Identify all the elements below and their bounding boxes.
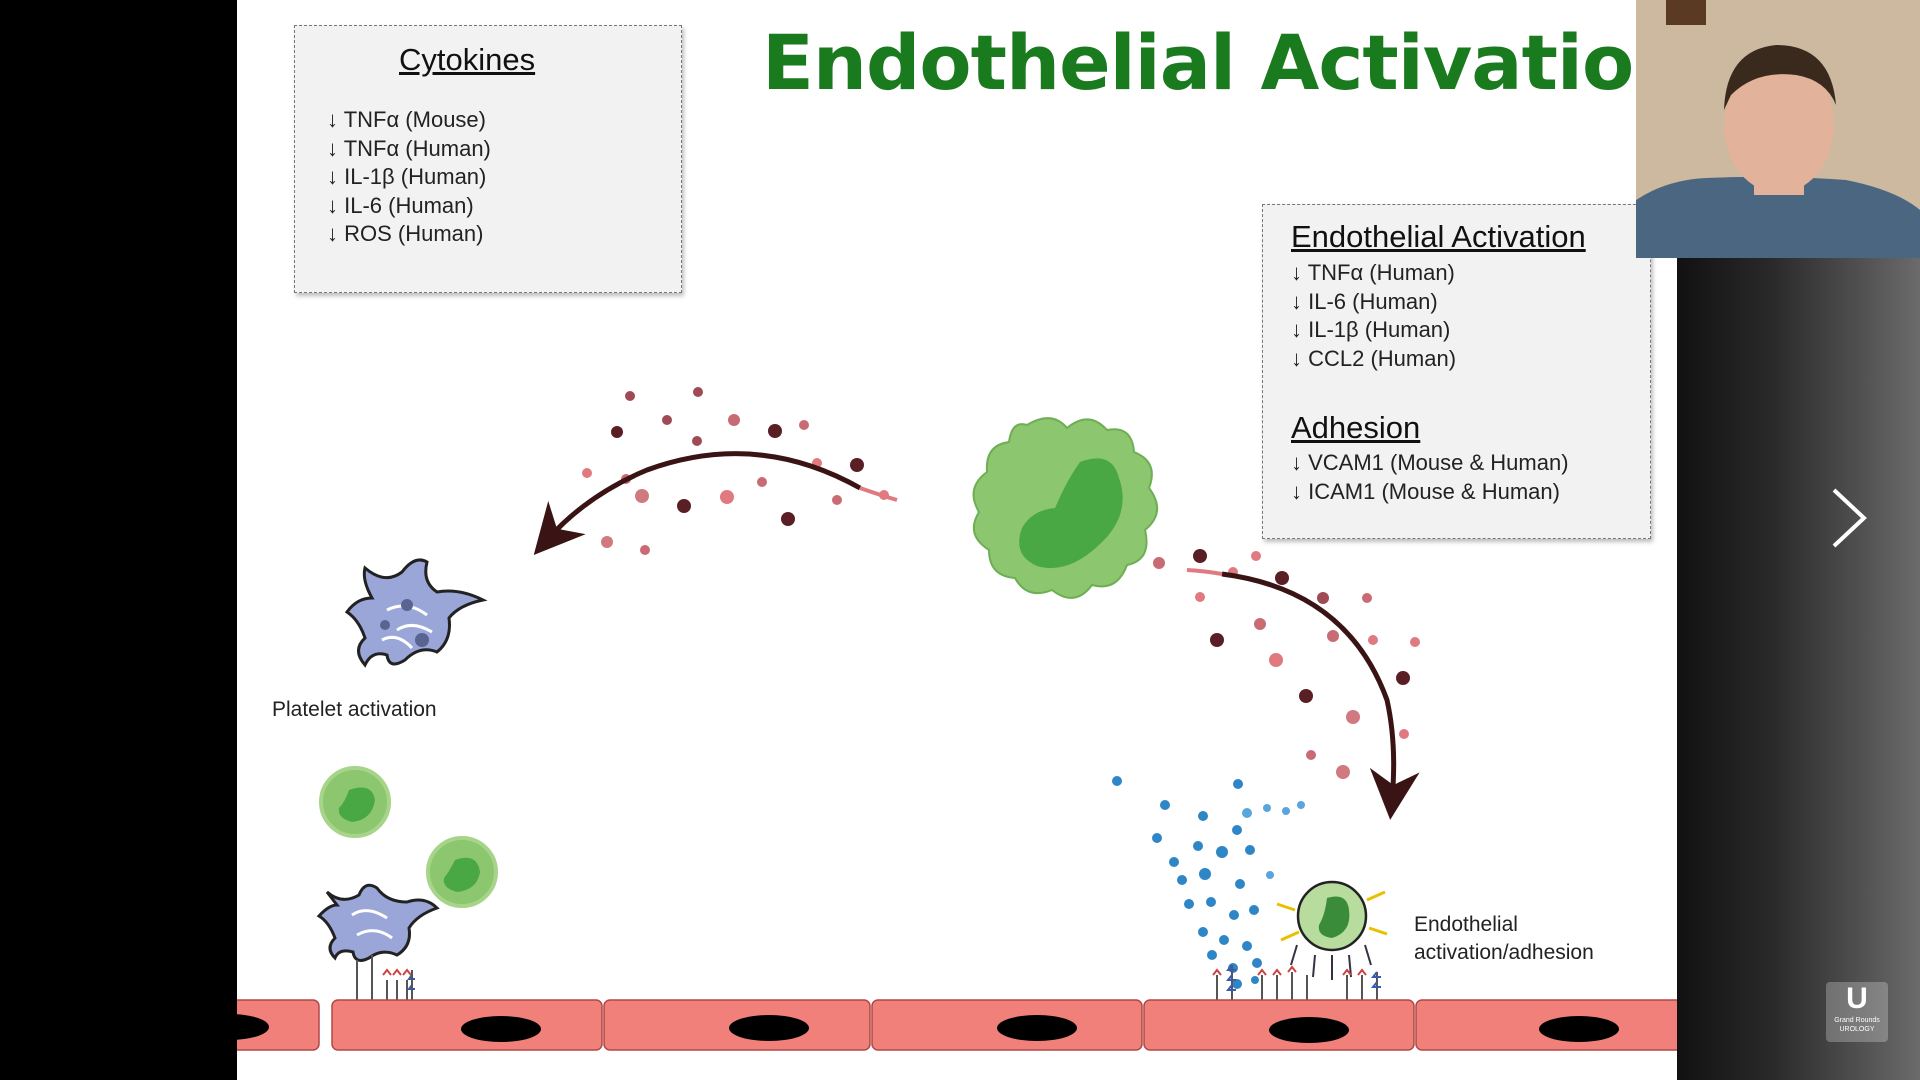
adhesion-item: ↓ ICAM1 (Mouse & Human): [1291, 478, 1560, 504]
cytokine-item: ↓ IL-1β (Human): [327, 164, 487, 189]
endothelial-adhesion-label: Endothelial activation/adhesion: [1414, 911, 1594, 967]
adhesion-item: ↓ VCAM1 (Mouse & Human): [1291, 450, 1569, 475]
presenter-video: [1636, 0, 1920, 258]
endothelial-item: ↓ IL-6 (Human): [1291, 288, 1438, 314]
cytokine-item: ↓ TNFα (Mouse): [327, 107, 486, 132]
urology-logo: U Grand Rounds UROLOGY: [1826, 982, 1888, 1042]
slide-title: Endothelial Activation: [762, 18, 1677, 107]
logo-line1: Grand Rounds: [1834, 1017, 1880, 1024]
cytokine-particles-right: [1153, 549, 1420, 779]
next-slide-button[interactable]: [1820, 478, 1880, 558]
endothelial-item: ↓ TNFα (Human): [1291, 260, 1455, 285]
side-panel: [1677, 258, 1920, 1080]
arrow-left: [533, 451, 862, 555]
endothelial-activation-box: Endothelial Activation ↓ TNFα (Human) ↓ …: [1262, 204, 1651, 539]
platelet-icon: [344, 558, 488, 668]
logo-line2: UROLOGY: [1839, 1026, 1875, 1033]
diagram-graphics: [237, 387, 1677, 1051]
platelet-activation-label: Platelet activation: [272, 698, 437, 721]
cytokines-box: Cytokines ↓ TNFα (Mouse) ↓ TNFα (Human) …: [294, 25, 682, 293]
cytokines-list: ↓ TNFα (Mouse) ↓ TNFα (Human) ↓ IL-1β (H…: [327, 106, 491, 249]
adhesion-receptor-icon: [407, 964, 1381, 1000]
adhered-leukocyte: [1276, 880, 1388, 980]
endothelial-activation-heading: Endothelial Activation: [1291, 219, 1586, 254]
leukocyte-icon: [972, 417, 1158, 599]
endothelial-adhesion-label-line1: Endothelial: [1414, 913, 1518, 936]
endothelial-cell-icon: [237, 999, 1677, 1051]
next-arrow-icon: [1832, 488, 1867, 548]
cytokines-heading: Cytokines: [399, 42, 536, 77]
arrow-right: [1221, 571, 1420, 820]
logo-mark: U: [1846, 982, 1868, 1015]
slide: Endothelial Activation Cytokines ↓ TNFα …: [237, 0, 1677, 1080]
endothelial-item: ↓ CCL2 (Human): [1291, 345, 1457, 371]
cytokine-item: ↓ IL-6 (Human): [327, 192, 474, 218]
adhesion-heading: Adhesion: [1291, 410, 1421, 445]
webcam-feed: [1636, 0, 1920, 258]
cytokine-particles-left: [582, 387, 889, 555]
cytokine-item: ↓ ROS (Human): [327, 221, 484, 246]
endothelial-item: ↓ IL-1β (Human): [1291, 317, 1451, 342]
adhesion-list: ↓ VCAM1 (Mouse & Human) ↓ ICAM1 (Mouse &…: [1291, 449, 1569, 506]
droplets: [1112, 776, 1305, 989]
endothelial-adhesion-label-line2: activation/adhesion: [1414, 941, 1594, 964]
endothelial-activation-list: ↓ TNFα (Human) ↓ IL-6 (Human) ↓ IL-1β (H…: [1291, 259, 1456, 373]
platelet-leukocyte-cluster: [316, 766, 498, 1000]
cytokine-item: ↓ TNFα (Human): [327, 135, 491, 161]
